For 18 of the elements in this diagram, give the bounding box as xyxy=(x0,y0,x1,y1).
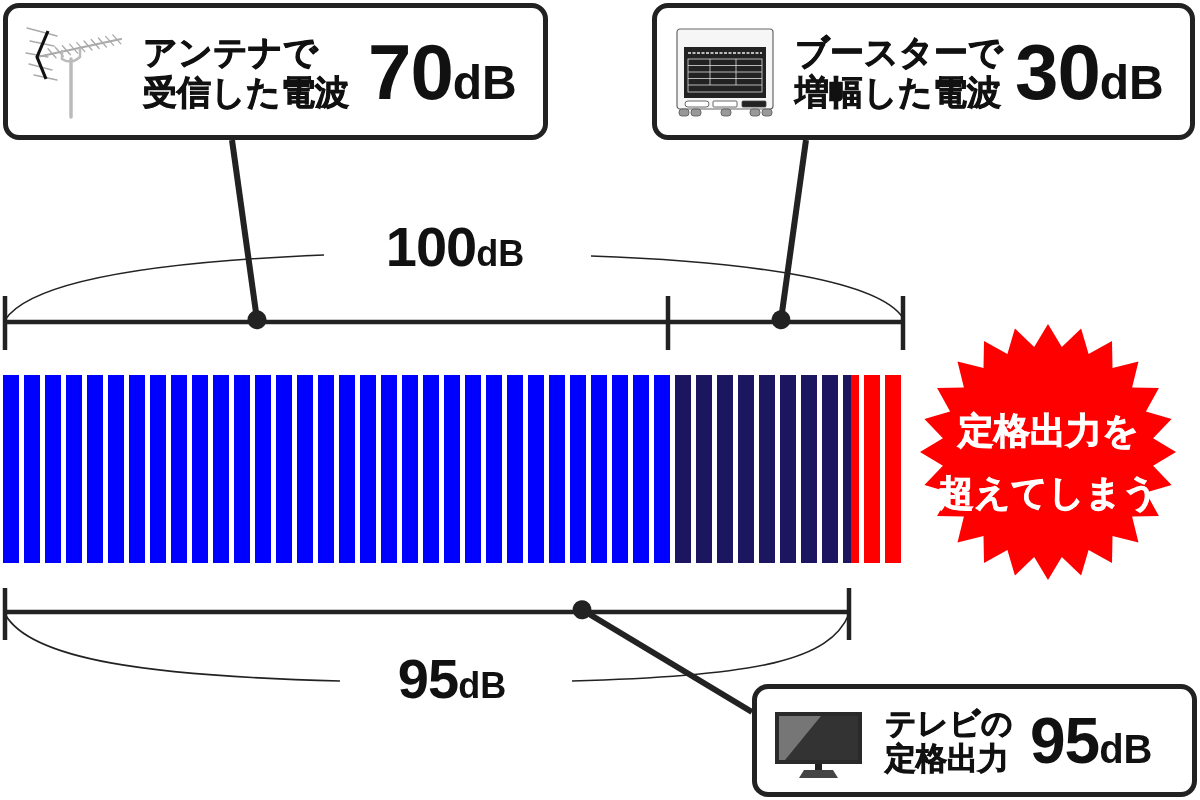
leader-line xyxy=(771,139,809,330)
starburst xyxy=(920,324,1176,580)
decibel-value: 70dB xyxy=(368,32,517,111)
decibel-value: 95dB xyxy=(1030,708,1153,773)
dimension-label: 100dB xyxy=(385,219,525,275)
callout-text: テレビの定格出力 xyxy=(885,705,1013,776)
leader-line xyxy=(572,600,754,715)
scale-line xyxy=(5,319,668,325)
dimension-label: 95dB xyxy=(397,651,507,707)
callout-text: アンテナで受信した電波 xyxy=(143,31,349,112)
callout-box xyxy=(3,3,548,140)
leader-line xyxy=(229,139,267,330)
scale-line xyxy=(5,609,849,615)
callout-box xyxy=(752,684,1197,797)
decibel-value: 30dB xyxy=(1015,32,1164,111)
callout-text: ブースターで増幅した電波 xyxy=(795,31,1003,112)
callout-box xyxy=(652,3,1195,140)
scale-line xyxy=(668,319,903,325)
